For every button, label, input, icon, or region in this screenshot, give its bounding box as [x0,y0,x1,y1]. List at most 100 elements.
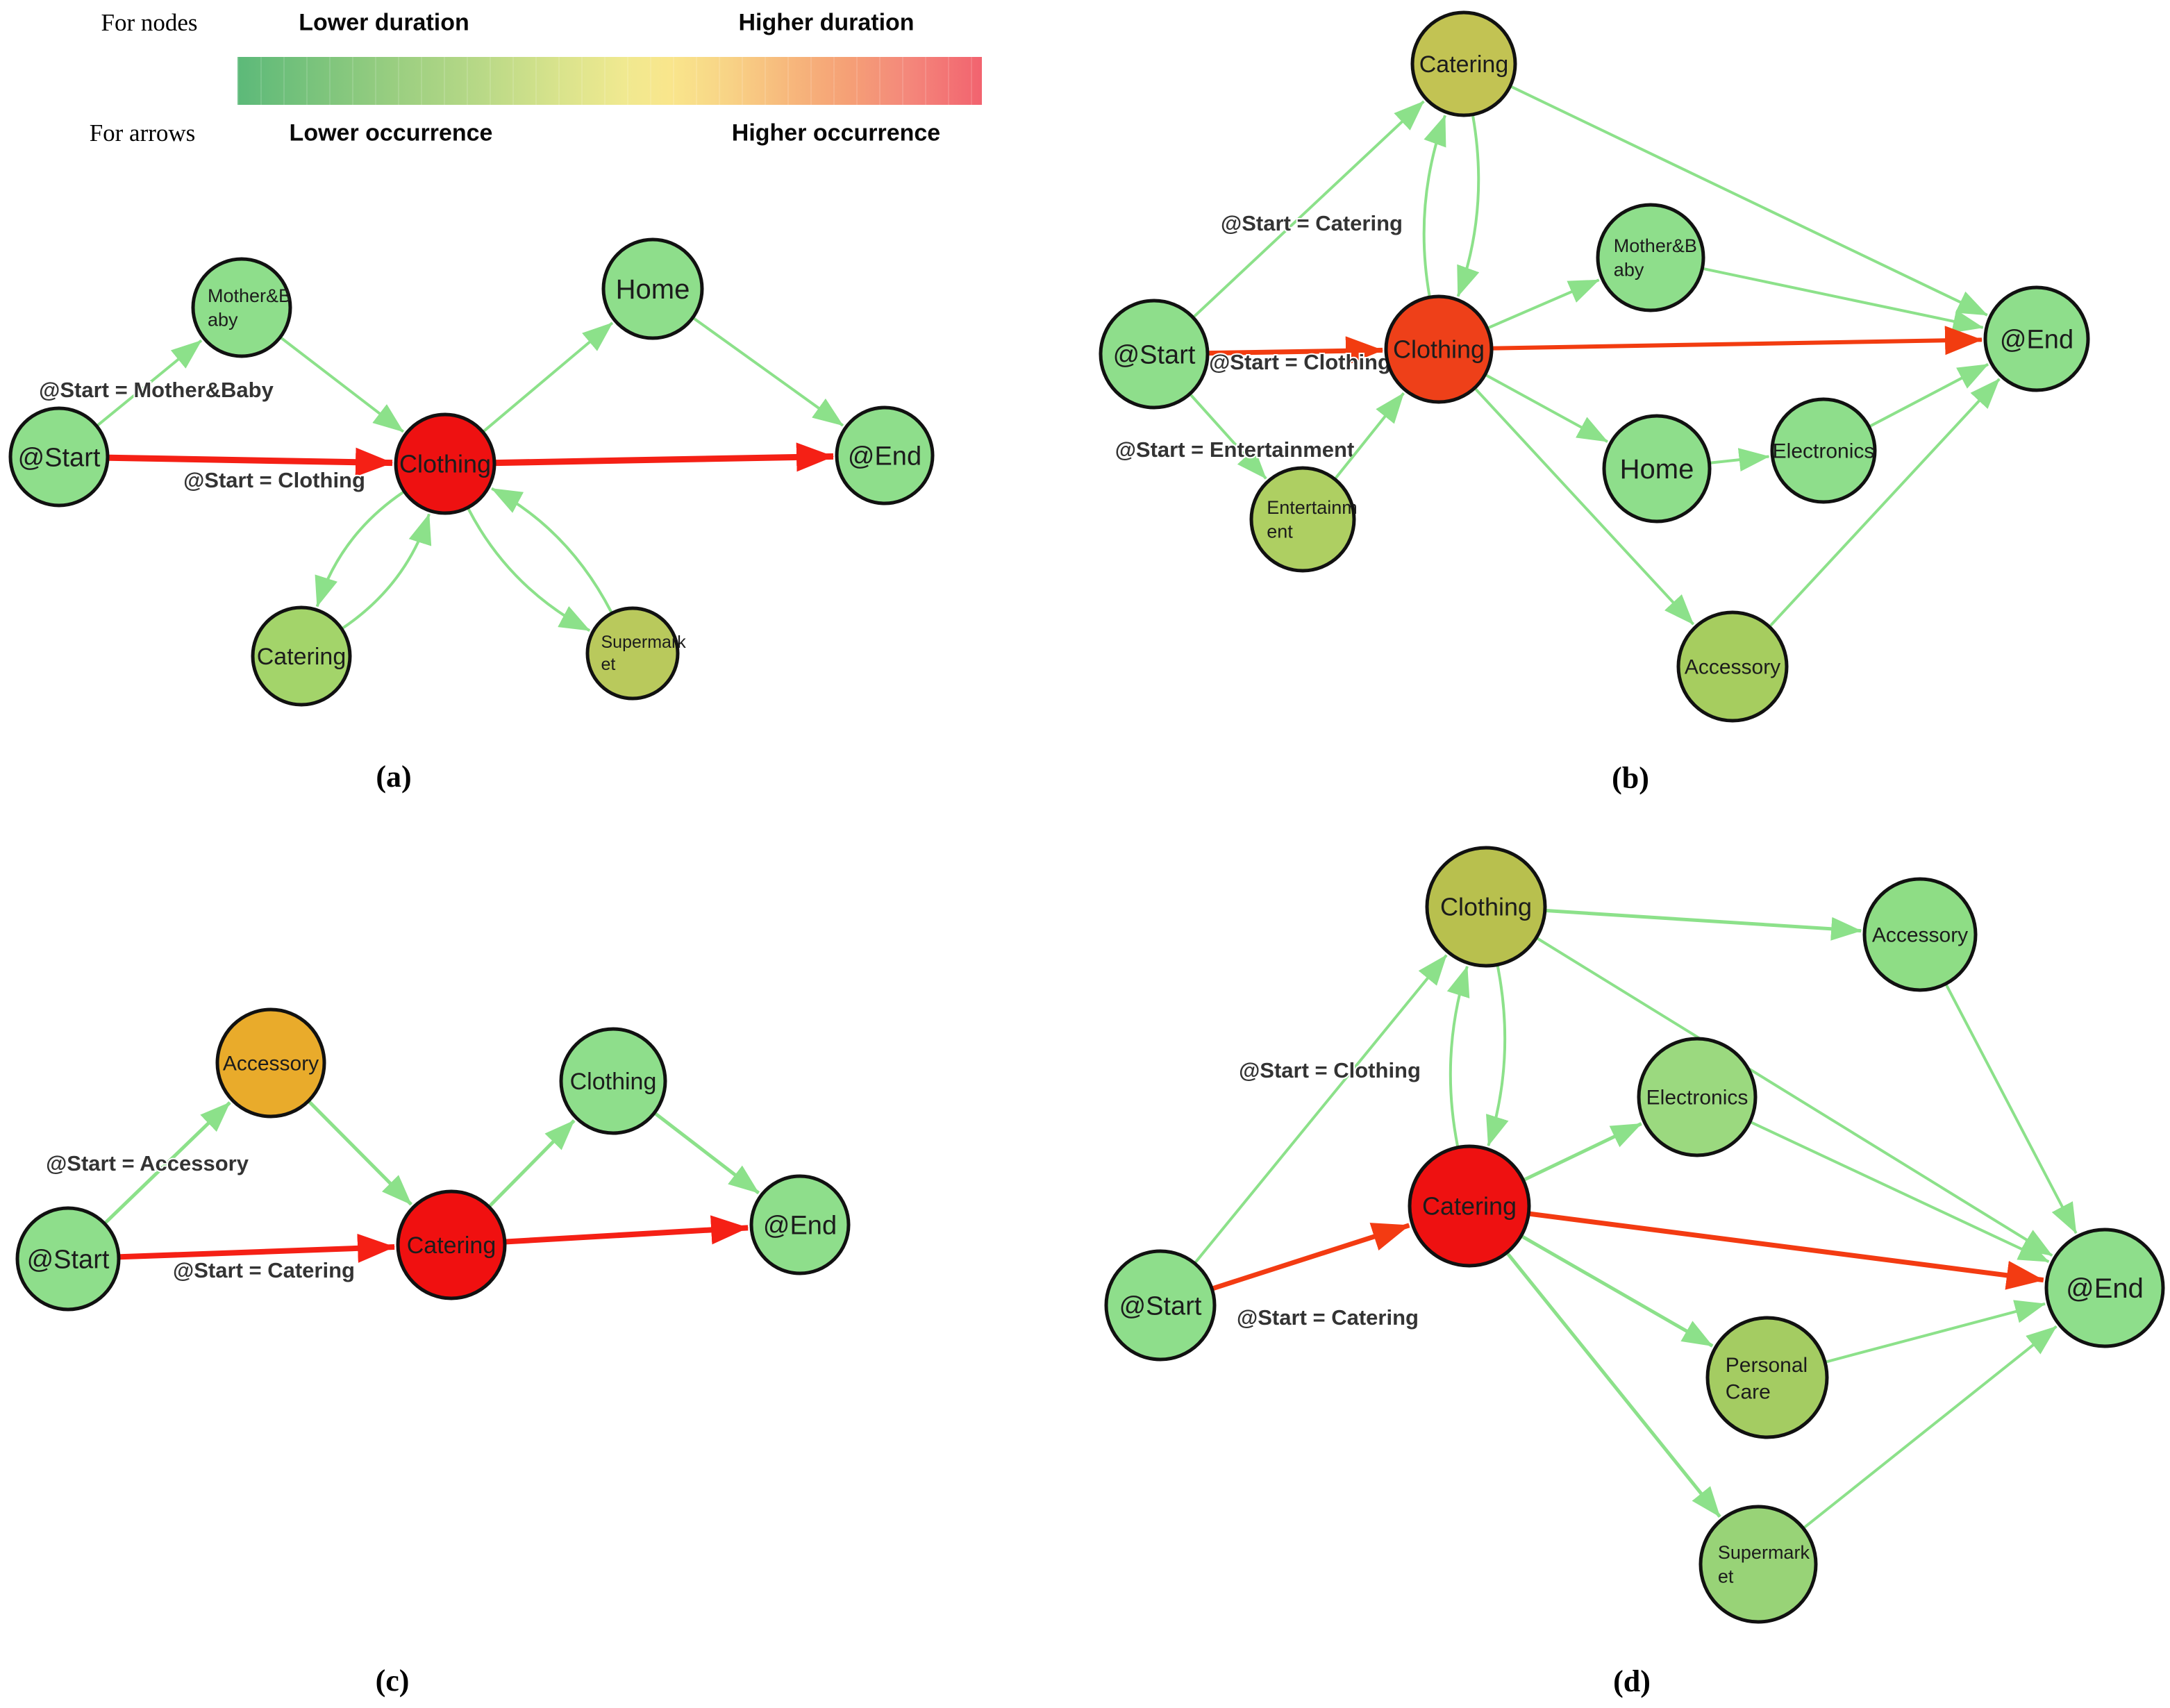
edge-start-catering [1212,1223,1410,1291]
node-catering-circle [1408,1144,1531,1268]
node-mb-label-line2: aby [208,310,238,330]
edge-start-entertainment [1190,394,1267,480]
edge-catering-end [506,1215,749,1245]
edge-clothing-home [1485,374,1608,443]
edge-mb-clothing [280,337,404,433]
node-supermarket-circle [585,606,680,701]
edge-label-start-entertainment: @Start = Entertainment [1115,437,1355,462]
node-home-label: Home [616,274,690,305]
node-entertainment: Entertainment [1249,466,1358,573]
edge-label-start-clothing: @Start = Clothing [1239,1058,1421,1082]
edge-clothing-end [1537,937,2053,1257]
node-electronics-circle [1770,397,1877,504]
legend-nodes-title: For nodes [101,9,198,36]
node-home: Home [601,237,704,340]
node-clothing-label: Clothing [399,450,491,478]
figure-a-graph: @Start = Mother&Baby@Start = Clothing@St… [8,237,935,794]
edge-label-start-catering: @Start = Catering [1237,1305,1419,1330]
edge-accessory-end [1769,378,2001,627]
node-clothing: Clothing [1384,294,1494,404]
edge-mb-end [1703,267,1984,333]
node-home-circle [1602,414,1712,524]
node-entertainment-label-line1: Entertainm [1267,497,1358,518]
edge-catering-clothing [342,513,432,630]
node-end-label: @End [2066,1273,2144,1304]
node-supermarket-label-line2: et [1718,1566,1734,1587]
edge-catering-personal [1521,1234,1714,1348]
edge-clothing-end [495,442,835,472]
node-end-label: @End [848,442,921,471]
edge-clothing-home [483,321,614,433]
node-accessory-circle [215,1007,326,1119]
figure-c-graph: @Start = Accessory@Start = Catering@Star… [15,1007,851,1698]
legend-lower-duration-label: Lower duration [299,9,469,36]
edge-start-mb [97,339,203,426]
node-end-circle [2044,1228,2165,1348]
edge-personal-end [1826,1300,2046,1364]
edge-clothing-accessory [1546,909,1862,941]
node-catering-label: Catering [257,644,347,670]
node-catering: Catering [1408,1144,1531,1268]
node-accessory-circle [1676,610,1789,723]
node-catering-circle [251,605,352,707]
node-mb-circle [191,257,292,358]
node-start: @Start [8,406,110,508]
edge-catering-clothing [1456,115,1480,297]
node-mb-label-line1: Mother&B [208,285,291,306]
edge-entertainment-clothing [1334,392,1405,479]
caption-c: (c) [376,1664,410,1698]
edge-catering-supermarket [1506,1252,1721,1518]
node-clothing: Clothing [559,1027,667,1135]
node-clothing-label: Clothing [1440,893,1532,921]
legend-gradient-bar [237,57,982,105]
edge-catering-end [1510,85,1988,317]
node-catering: Catering [1410,10,1517,117]
node-start-label: @Start [27,1245,110,1274]
node-accessory-label: Accessory [223,1053,319,1075]
figure-d-graph: @Start = Clothing @Start = Catering @Start… [1104,846,2165,1698]
node-entertainment-circle [1249,466,1356,573]
node-end: @End [2044,1228,2165,1348]
edge-home-end [693,317,844,427]
node-catering-circle [396,1189,507,1300]
node-clothing-label: Clothing [1393,335,1485,364]
node-home-label: Home [1620,454,1694,485]
edge-electronics-end [1869,362,1989,428]
node-electronics-label: Electronics [1646,1087,1748,1110]
edge-label-start-catering: @Start = Catering [1221,211,1403,235]
edge-start-catering [1193,100,1425,318]
edge-catering-clothing [488,1119,576,1207]
edge-clothing-catering [1486,965,1509,1147]
edge-home-electronics [1710,448,1770,472]
figure-b-graph: @Start = Catering@Start = Clothing@Start… [1099,10,2090,795]
node-end-circle [1983,285,2090,392]
node-catering-circle [1410,10,1517,117]
edge-supermarket-end [1803,1325,2058,1529]
node-electronics: Electronics [1637,1037,1758,1157]
edge-start-accessory [104,1101,231,1224]
node-personal-circle [1705,1316,1829,1439]
node-clothing-circle [1384,294,1494,404]
node-start-circle [15,1206,121,1312]
node-start-circle [8,406,110,508]
caption-b: (b) [1612,761,1649,795]
node-supermarket-label-line2: et [601,655,616,674]
node-personal-label-line1: Personal [1726,1354,1808,1377]
node-personal-label-line2: Care [1726,1380,1771,1403]
node-clothing: Clothing [394,412,496,515]
node-accessory: Accessory [1862,877,1978,992]
edge-catering-electronics [1524,1122,1642,1182]
edge-clothing-catering [315,491,404,608]
edge-clothing-mb [1487,278,1600,329]
node-catering: Catering [396,1189,507,1300]
node-catering-label: Catering [1422,1192,1517,1221]
node-start-circle [1104,1249,1217,1362]
edge-catering-clothing [1446,965,1470,1147]
edge-label-start-clothing: @Start = Clothing [183,468,365,492]
edge-start-clothing [1194,954,1448,1264]
node-start: @Start [1104,1249,1217,1362]
